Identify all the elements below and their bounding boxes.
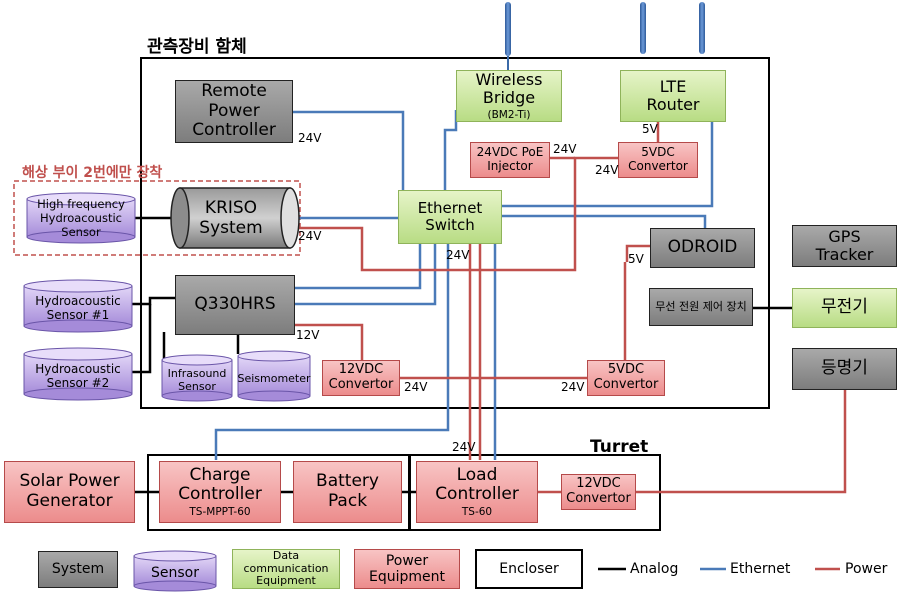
legend-encloser: Encloser bbox=[475, 549, 583, 589]
convertor-5v-mid: 5VDC Convertor bbox=[587, 360, 665, 396]
wireless-bridge: Wireless Bridge(BM2-Ti) bbox=[456, 70, 562, 122]
legend-power-equipment: Power Equipment bbox=[354, 549, 460, 589]
load-controller-model: TS-60 bbox=[461, 506, 493, 519]
lte-router: LTE Router bbox=[620, 70, 726, 122]
ethernet-switch: Ethernet Switch bbox=[398, 190, 502, 244]
charge-controller-model: TS-MPPT-60 bbox=[189, 506, 251, 519]
voltage-label: 5V bbox=[642, 122, 658, 136]
convertor-12v-turret-label: 12VDC Convertor bbox=[566, 476, 631, 506]
legend-system: System bbox=[38, 551, 118, 588]
hydroacoustic-sensor-2-shape bbox=[23, 347, 133, 401]
voltage-label: 24V bbox=[553, 142, 577, 156]
radio: 무전기 bbox=[792, 288, 897, 328]
kriso-system-shape bbox=[170, 187, 300, 249]
convertor-12v-mid: 12VDC Convertor bbox=[322, 360, 400, 396]
gps-tracker: GPS Tracker bbox=[792, 225, 897, 267]
enclosure-title: 관측장비 함체 bbox=[147, 37, 247, 57]
voltage-label: 24V bbox=[404, 380, 428, 394]
convertor-5v-top: 5VDC Convertor bbox=[618, 142, 698, 178]
radio-label: 무전기 bbox=[821, 297, 868, 318]
legend-analog-label: Analog bbox=[630, 561, 679, 577]
ethernet-switch-label: Ethernet Switch bbox=[417, 198, 483, 234]
solar-power-generator-label: Solar Power Generator bbox=[19, 471, 120, 511]
legend-power-label: Power bbox=[845, 561, 888, 577]
antenna-lte-1 bbox=[640, 2, 646, 54]
wireless-bridge-model: (BM2-Ti) bbox=[487, 108, 531, 121]
voltage-label: 24V bbox=[595, 163, 619, 177]
voltage-label: 24V bbox=[452, 440, 476, 454]
charge-controller-label: Charge Controller bbox=[178, 464, 262, 505]
odroid-label: ODROID bbox=[667, 237, 738, 258]
antenna-lte-2 bbox=[699, 2, 705, 54]
gps-tracker-label: GPS Tracker bbox=[815, 226, 874, 264]
battery-pack: Battery Pack bbox=[293, 461, 402, 523]
high-frequency-sensor-shape bbox=[26, 192, 136, 244]
odroid: ODROID bbox=[650, 228, 755, 268]
legend-ethernet-label: Ethernet bbox=[730, 561, 791, 577]
q330hrs-label: Q330HRS bbox=[194, 294, 276, 315]
legend-data-comm: Data communication Equipment bbox=[232, 549, 340, 589]
convertor-12v-mid-label: 12VDC Convertor bbox=[328, 362, 394, 392]
remote-power-controller: Remote Power Controller bbox=[175, 80, 293, 143]
hydroacoustic-sensor-1-shape bbox=[23, 279, 133, 333]
light: 등명기 bbox=[792, 348, 897, 390]
seismometer-shape bbox=[237, 350, 311, 402]
enclosure-box bbox=[140, 57, 770, 409]
voltage-label: 12V bbox=[296, 328, 320, 342]
voltage-label: 5V bbox=[628, 252, 644, 266]
load-controller-label: Load Controller bbox=[435, 464, 519, 505]
legend-power-equipment-label: Power Equipment bbox=[369, 552, 445, 585]
ethernet-lines bbox=[214, 110, 714, 460]
light-label: 등명기 bbox=[821, 358, 868, 379]
poe-injector: 24VDC PoE Injector bbox=[470, 142, 550, 178]
voltage-label: 24V bbox=[298, 131, 322, 145]
analog-lines bbox=[132, 216, 792, 494]
wireless-bridge-label: Wireless Bridge bbox=[475, 70, 543, 108]
poe-injector-label: 24VDC PoE Injector bbox=[476, 145, 544, 173]
legend-sensor-shape bbox=[133, 550, 217, 592]
lte-router-label: LTE Router bbox=[646, 76, 700, 114]
q330hrs: Q330HRS bbox=[175, 275, 295, 335]
convertor-5v-mid-label: 5VDC Convertor bbox=[593, 362, 659, 392]
legend-system-label: System bbox=[51, 561, 105, 578]
infrasound-sensor-shape bbox=[161, 354, 233, 402]
antenna-wireless-bridge bbox=[505, 2, 511, 56]
voltage-label: 24V bbox=[298, 229, 322, 243]
voltage-label: 24V bbox=[446, 248, 470, 262]
wireless-power-control: 무선 전원 제어 장치 bbox=[649, 288, 753, 326]
convertor-5v-top-label: 5VDC Convertor bbox=[628, 145, 688, 173]
voltage-label: 24V bbox=[561, 380, 585, 394]
power-lines bbox=[295, 120, 847, 494]
turret-title: Turret bbox=[590, 437, 649, 457]
legend-encloser-label: Encloser bbox=[499, 560, 559, 577]
convertor-12v-turret: 12VDC Convertor bbox=[561, 474, 636, 510]
buoy-note: 해상 부이 2번에만 장착 bbox=[22, 165, 163, 181]
wireless-power-control-label: 무선 전원 제어 장치 bbox=[655, 299, 747, 313]
battery-pack-label: Battery Pack bbox=[316, 471, 379, 511]
solar-power-generator: Solar Power Generator bbox=[4, 461, 135, 523]
legend-data-comm-label: Data communication Equipment bbox=[243, 549, 329, 588]
remote-power-controller-label: Remote Power Controller bbox=[192, 81, 276, 141]
